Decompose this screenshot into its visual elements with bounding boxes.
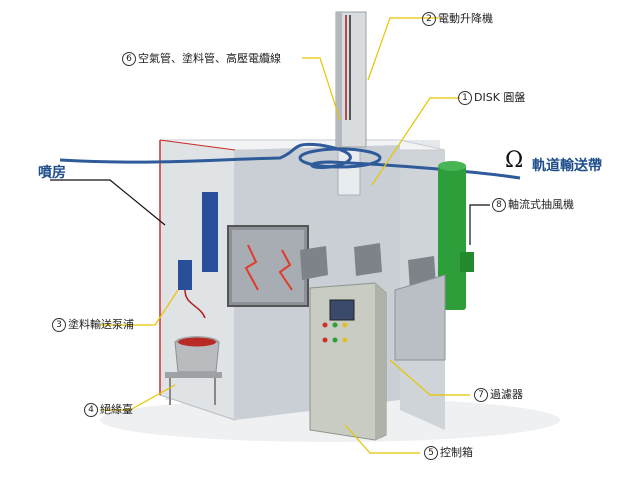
- leader-fan: [469, 204, 490, 245]
- label-pipes-num: 6: [122, 52, 136, 66]
- label-pump-text: 塗料輸送泵浦: [68, 318, 134, 331]
- label-stand-num: 4: [84, 403, 98, 417]
- control-button-6: [342, 337, 348, 343]
- pump-hose: [184, 289, 206, 319]
- label-control-num: 5: [424, 446, 438, 460]
- workpiece-2: [354, 243, 382, 276]
- label-disk-num: 1: [458, 91, 472, 105]
- label-lift-num: 2: [422, 12, 436, 26]
- label-stand-text: 絕緣臺: [100, 403, 133, 416]
- leader-disk: [371, 97, 460, 186]
- axial-fan-top: [438, 161, 466, 171]
- control-button-3: [342, 322, 348, 328]
- axial-fan-outlet: [460, 252, 474, 272]
- control-button-1: [322, 322, 328, 328]
- axial-fan-body: [438, 165, 466, 310]
- leader-stand: [100, 384, 176, 411]
- control-screen: [329, 299, 355, 321]
- window-glass: [232, 230, 304, 302]
- wall-control-column: [202, 192, 218, 272]
- conveyor-track: [59, 142, 521, 180]
- spark-1-icon: [244, 244, 259, 291]
- label-disk-text: DISK 圓盤: [474, 91, 526, 104]
- conveyor-omega-icon: Ω: [505, 148, 524, 173]
- label-control-text: 控制箱: [440, 446, 473, 459]
- leader-pump: [100, 289, 179, 326]
- insulation-stand-top: [165, 372, 222, 378]
- filter-panel: [394, 274, 446, 361]
- label-fan-text: 軸流式抽風機: [508, 198, 574, 211]
- paint-pump: [178, 260, 192, 290]
- spark-2-icon: [278, 249, 293, 291]
- label-filter-text: 過濾器: [490, 388, 523, 401]
- label-pump-num: 3: [52, 318, 66, 332]
- control-button-5: [332, 337, 338, 343]
- control-button-2: [332, 322, 338, 328]
- label-conveyor: 軌道輸送帶: [532, 158, 602, 174]
- conveyor-loop: [298, 147, 382, 169]
- leader-lift: [367, 17, 440, 81]
- leader-booth: [50, 179, 166, 226]
- label-pipes-text: 空氣管、塗料管、高壓電纜線: [138, 52, 281, 65]
- lift-column-shade: [336, 12, 342, 147]
- label-filter-num: 7: [474, 388, 488, 402]
- workpiece-1: [300, 246, 328, 280]
- leader-filter: [389, 359, 470, 396]
- booth-frame-top: [159, 139, 236, 151]
- label-fan-num: 8: [492, 198, 506, 212]
- control-cabinet-side: [375, 283, 386, 440]
- paint-surface: [178, 337, 216, 347]
- label-lift-text: 電動升降機: [438, 12, 493, 25]
- label-booth: 噴房: [38, 165, 66, 181]
- control-button-4: [322, 337, 328, 343]
- leader-pipes: [302, 57, 341, 121]
- leader-control: [344, 424, 420, 454]
